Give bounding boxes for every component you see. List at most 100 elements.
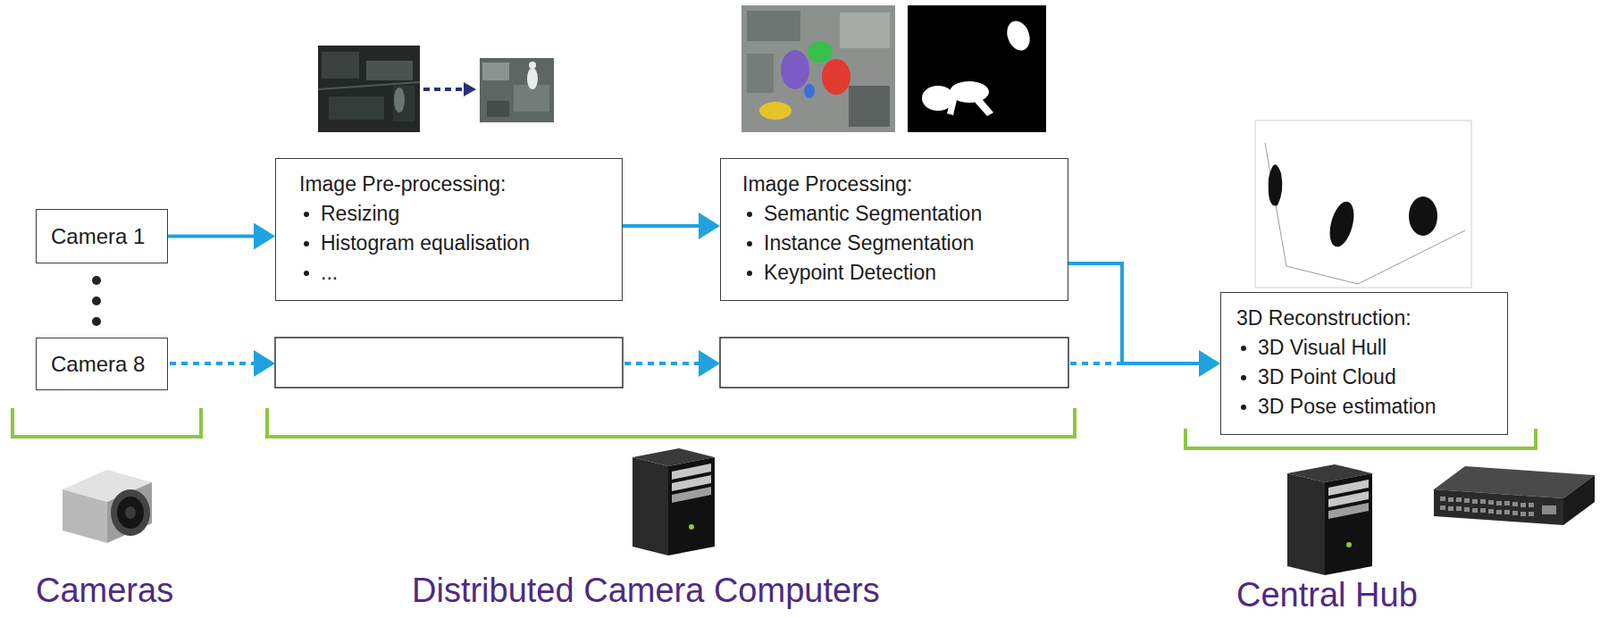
input-image	[393, 87, 405, 113]
dashed-arrow	[169, 361, 1121, 366]
switch-icon	[1456, 497, 1462, 503]
switch-icon	[1480, 508, 1486, 513]
switch-icon	[1472, 508, 1478, 513]
dashed-arrow	[1070, 361, 1121, 366]
switch-icon	[1456, 506, 1462, 511]
switch-icon	[1528, 511, 1534, 517]
group-bracket	[267, 408, 1075, 437]
segmentation-image	[780, 50, 810, 90]
segmentation-image	[746, 53, 774, 93]
switch-icon	[1563, 475, 1595, 526]
computer-icon	[1328, 502, 1369, 520]
switch-icon	[1512, 510, 1518, 516]
process-box: Image Processing:Semantic SegmentationIn…	[720, 158, 1069, 302]
point-cloud-plot	[1286, 266, 1358, 285]
mask-image	[907, 5, 1047, 133]
bullet-item: ...	[299, 258, 338, 288]
segmentation-image	[839, 12, 890, 49]
input-image	[328, 96, 385, 120]
computer-icon	[668, 457, 715, 556]
empty-box	[275, 337, 623, 388]
camera-label: Camera 8	[50, 351, 145, 378]
group-bracket	[12, 408, 202, 437]
switch-icon	[1496, 501, 1502, 506]
ellipsis-dots	[92, 317, 101, 327]
camera-icon	[110, 489, 151, 537]
switch-icon	[1433, 466, 1595, 526]
dashed-arrow	[169, 361, 269, 366]
segmentation-image	[759, 101, 792, 120]
input-image	[318, 45, 420, 133]
computer-icon	[688, 524, 695, 530]
point-cloud-plot	[1325, 199, 1359, 250]
point-cloud-plot	[1264, 142, 1287, 267]
switch-icon	[1520, 511, 1526, 517]
box-heading: Image Processing:	[742, 169, 913, 200]
output-image	[479, 58, 554, 123]
switch-icon	[1440, 505, 1446, 511]
segmentation-image	[807, 41, 833, 63]
box-heading: 3D Reconstruction:	[1236, 303, 1412, 334]
group-label: Central Hub	[1236, 576, 1418, 614]
input-image	[321, 51, 360, 79]
input-image	[318, 45, 420, 133]
switch-icon	[1488, 500, 1494, 505]
switch-icon	[1448, 506, 1454, 511]
box-heading: Image Pre-processing:	[299, 169, 506, 200]
switch-icon	[1440, 496, 1557, 517]
bullet-item: 3D Pose estimation	[1236, 392, 1436, 422]
mask-image	[1003, 17, 1034, 54]
switch-icon	[1496, 510, 1502, 515]
camera-icon	[62, 469, 152, 544]
computer-icon	[1324, 473, 1373, 576]
point-cloud-plot	[1268, 164, 1283, 206]
flow-arrow	[167, 234, 269, 239]
switch-icon	[1512, 502, 1518, 507]
empty-box	[720, 337, 1069, 388]
bullet-item: Keypoint Detection	[742, 258, 937, 288]
segmentation-image	[804, 83, 815, 99]
output-image	[528, 61, 537, 69]
dashed-arrow	[423, 87, 471, 92]
input-image	[366, 60, 413, 81]
switch-icon	[1464, 507, 1470, 512]
camera-box: Camera 8	[35, 337, 168, 391]
computer-icon	[632, 457, 669, 556]
switch-icon	[1520, 502, 1526, 508]
camera-icon	[117, 496, 144, 529]
output-image	[527, 67, 538, 90]
bullet-item: Instance Segmentation	[742, 228, 974, 259]
input-image	[393, 85, 415, 122]
switch-icon	[1504, 510, 1510, 515]
mask-image	[907, 5, 1047, 133]
ellipsis-dots	[92, 296, 101, 306]
point-cloud-plot	[1408, 196, 1438, 236]
bullet-item: Semantic Segmentation	[742, 199, 982, 229]
switch-icon	[1433, 489, 1564, 526]
camera-icon	[62, 489, 108, 544]
segmentation-image	[741, 5, 896, 133]
switch-icon	[1528, 502, 1534, 508]
mask-image	[946, 96, 958, 116]
input-image	[318, 82, 420, 90]
bullet-item: Resizing	[299, 199, 400, 229]
output-image	[482, 62, 510, 81]
segmentation-image	[741, 5, 896, 133]
switch-icon	[1448, 497, 1454, 503]
camera-label: Camera 1	[50, 223, 145, 251]
point-cloud-plot	[1357, 230, 1466, 285]
computer-icon	[671, 486, 712, 503]
empty-box	[275, 337, 1069, 388]
computer-icon	[632, 448, 715, 556]
segmentation-image	[848, 85, 890, 127]
group-label: Cameras	[35, 571, 174, 610]
camera-icon	[107, 482, 152, 544]
bullet-item: Histogram equalisation	[299, 228, 530, 259]
flow-arrow	[622, 224, 713, 228]
switch-icon	[1504, 501, 1510, 506]
group-label: Distributed Camera Computers	[411, 571, 880, 610]
ellipsis-dots	[92, 276, 101, 327]
computer-icon	[1287, 464, 1373, 576]
switch-icon	[1472, 499, 1478, 504]
